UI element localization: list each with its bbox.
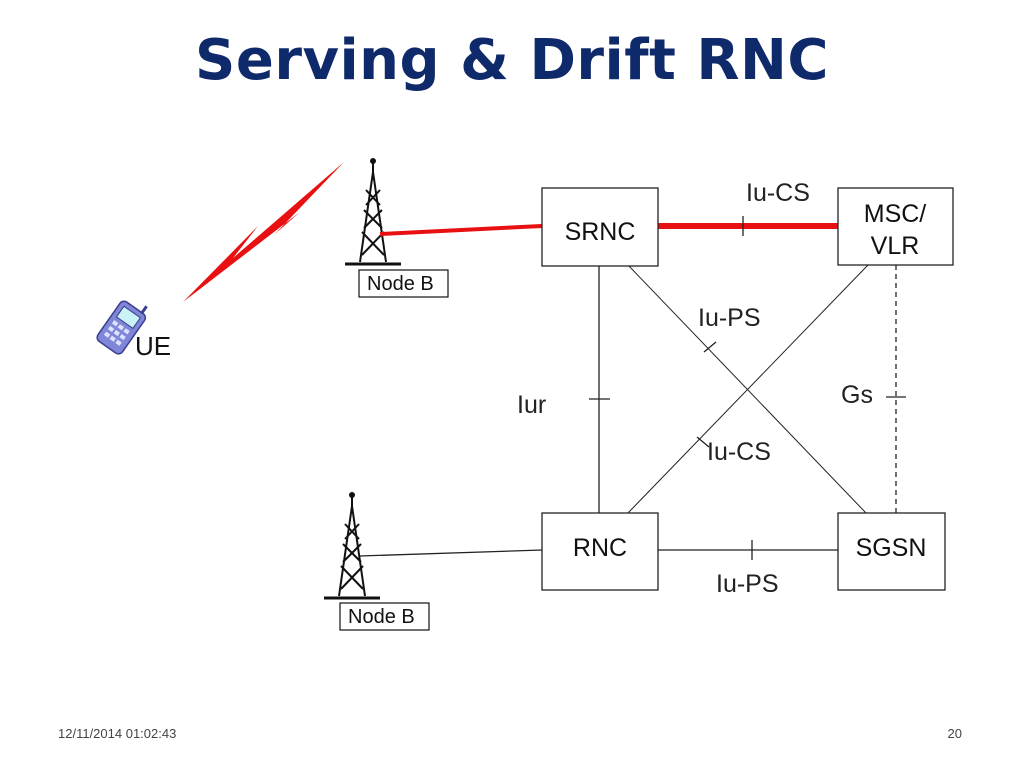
node-b-top-box <box>358 269 449 298</box>
vlr-label: VLR <box>871 232 920 260</box>
slide-title: Serving & Drift RNC <box>195 28 829 93</box>
antenna-tip-icon <box>370 158 376 164</box>
ue-phone-icon <box>96 300 148 355</box>
rnc-label: RNC <box>573 534 627 562</box>
iu-cs-diag-label: Iu-CS <box>707 438 771 466</box>
msc-vlr-box <box>837 187 954 266</box>
srnc-sgsn-iu-ps-link <box>627 264 867 514</box>
slide-date: 12/11/2014 01:02:43 <box>58 726 177 741</box>
iur-label: Iur <box>517 391 546 419</box>
antenna-tip-icon <box>349 492 355 498</box>
nodeb-srnc-link <box>379 224 543 236</box>
srnc-box <box>541 187 659 267</box>
nodeb-rnc-link <box>359 549 543 557</box>
iu-cs-top-label: Iu-CS <box>746 179 810 207</box>
node-b-bottom-tower-icon <box>324 496 380 600</box>
iu-ps-bottom-label: Iu-PS <box>716 570 779 598</box>
rnc-box <box>541 512 659 591</box>
slide-page-number: 20 <box>947 726 962 741</box>
srnc-label: SRNC <box>565 218 636 246</box>
node-b-top-label: Node B <box>367 273 434 295</box>
ue-label: UE <box>135 331 171 361</box>
iu-cs-diag-tick <box>696 436 710 448</box>
sgsn-box <box>837 512 946 591</box>
iu-ps-diag-label: Iu-PS <box>698 304 761 332</box>
sgsn-label: SGSN <box>856 534 927 562</box>
gs-label: Gs <box>841 381 873 409</box>
node-b-bottom-box <box>339 602 430 631</box>
radio-link-bolt <box>183 162 344 302</box>
msc-label: MSC/ <box>864 200 927 228</box>
node-b-top-tower-icon <box>345 162 401 266</box>
msc-rnc-iu-cs-link <box>627 264 869 514</box>
node-b-bottom-label: Node B <box>348 606 415 628</box>
iu-ps-diag-tick <box>703 341 717 353</box>
